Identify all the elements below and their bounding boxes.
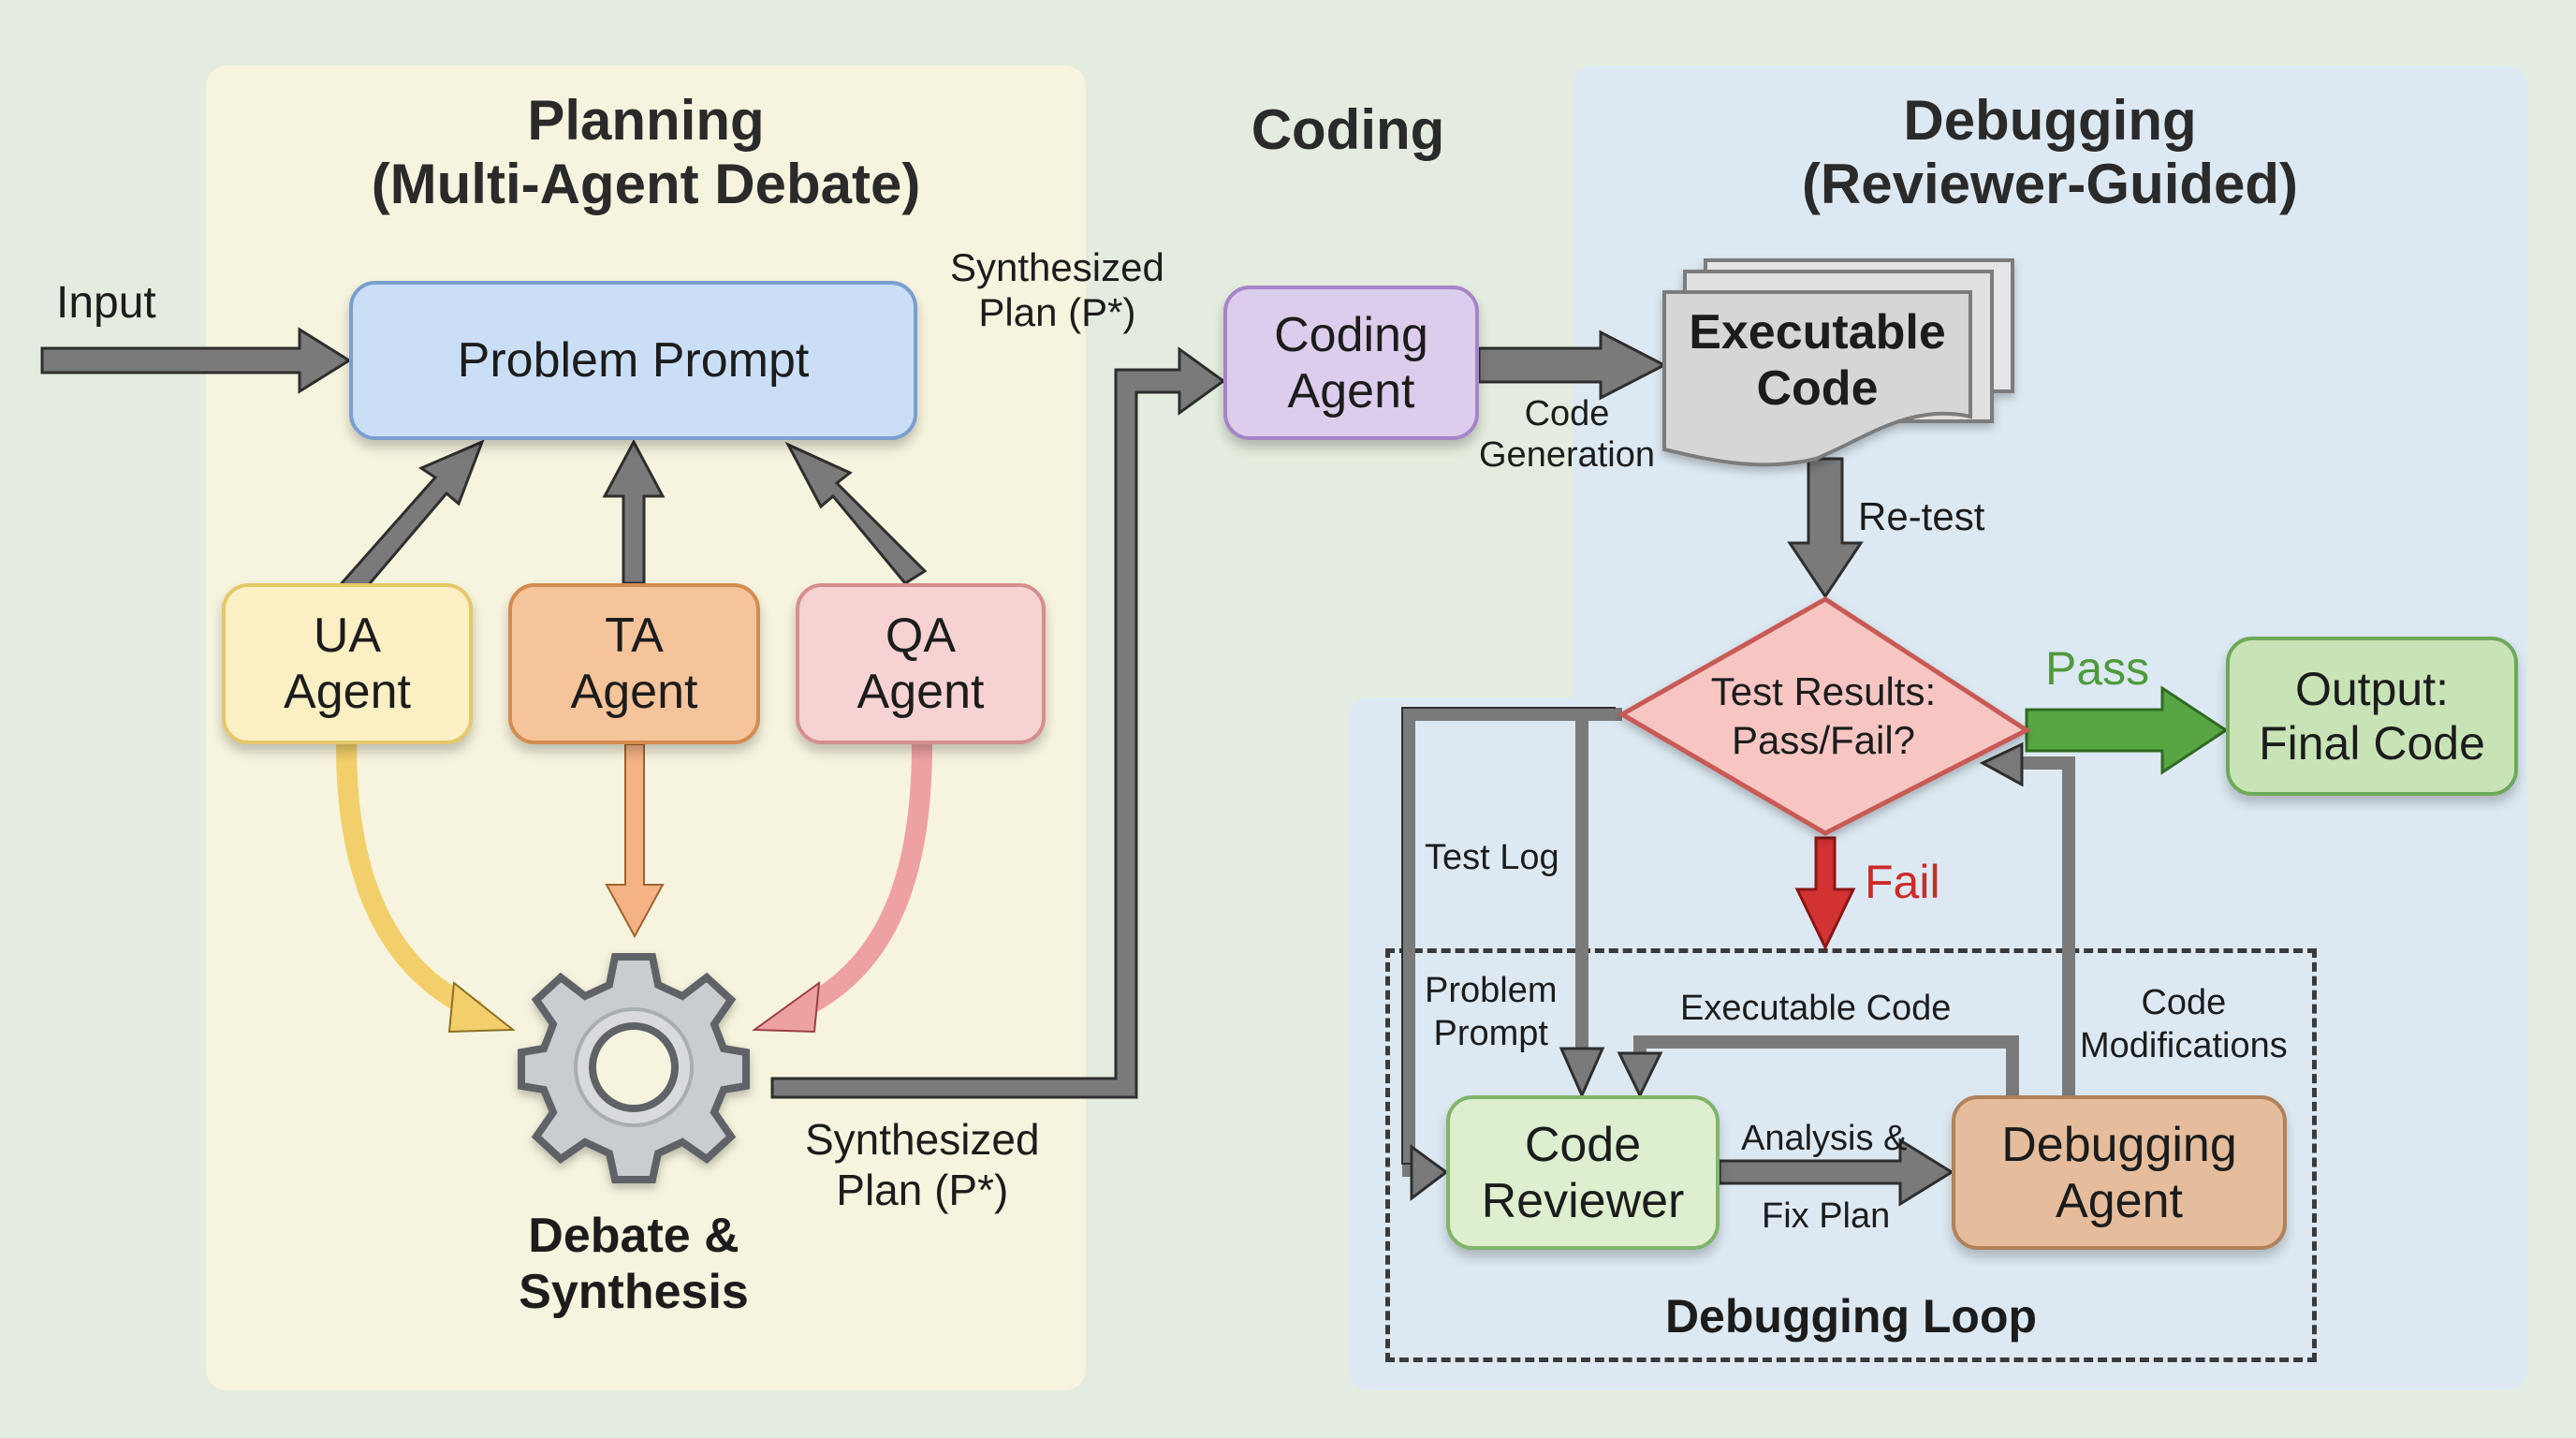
synth-plan-top-line1: Synthesized [950, 245, 1164, 289]
test-results-line1: Test Results: [1710, 669, 1937, 713]
code-generation-line2: Generation [1479, 435, 1656, 475]
code-modifications-arrowhead [1979, 741, 2024, 787]
ua-agent-line1: UA [313, 609, 382, 663]
synth-plan-top-label: Synthesized Plan (P*) [950, 245, 1164, 335]
debate-line2: Synthesis [519, 1265, 749, 1319]
test-results-diamond [1617, 596, 2031, 836]
executable-code-line2: Code [1756, 361, 1879, 416]
synth-plan-top-line2: Plan (P*) [978, 290, 1136, 334]
input-label: Input [56, 278, 156, 328]
coding-agent-line2: Agent [1287, 363, 1415, 418]
code-generation-label: Code Generation [1479, 393, 1655, 476]
pass-label: Pass [2045, 642, 2150, 695]
ta-agent-line1: TA [605, 609, 664, 663]
debate-synthesis-label: Debate & Synthesis [493, 1208, 774, 1320]
test-results-node[interactable]: Test Results: Pass/Fail? [1669, 660, 1978, 772]
code-modifications-line1: Code [2141, 983, 2227, 1022]
pass-arrow [2025, 685, 2229, 775]
executable-code-edge-label: Executable Code [1680, 989, 1952, 1028]
output-line1: Output: [2294, 663, 2449, 715]
qa-to-gear-arrowhead [752, 980, 821, 1034]
planning-title: Planning (Multi-Agent Debate) [206, 89, 1086, 216]
coding-title-text: Coding [1251, 98, 1445, 161]
qa-to-gear-arrow [791, 743, 932, 1021]
code-generation-arrow [1477, 330, 1668, 401]
planning-title-line2: (Multi-Agent Debate) [371, 153, 921, 215]
executable-code-line1: Executable [1689, 305, 1946, 360]
fail-arrow [1794, 836, 1856, 951]
coding-agent-line1: Coding [1274, 307, 1428, 362]
debugging-agent-line2: Agent [2056, 1173, 2183, 1228]
problem-prompt-edge-label: Problem Prompt [1425, 969, 1558, 1055]
output-node[interactable]: Output:Final Code [2226, 637, 2518, 796]
code-modifications-line [2012, 756, 2075, 1095]
exec-code-arrowhead [1617, 1051, 1663, 1099]
debugging-title-line2: (Reviewer-Guided) [1801, 153, 2299, 215]
fail-label: Fail [1865, 856, 1940, 908]
analysis-fix-arrow [1718, 1137, 1954, 1207]
gear-icon [518, 953, 750, 1183]
plan-to-coding-arrow [770, 346, 1226, 1099]
code-modifications-line2: Modifications [2080, 1026, 2288, 1065]
debugging-agent-line1: Debugging [2001, 1117, 2237, 1172]
ta-to-prompt-arrow [602, 438, 666, 585]
problem-prompt-text: Problem Prompt [457, 333, 810, 388]
ta-to-gear-arrow [605, 743, 665, 939]
problem-prompt-edge-line1: Problem [1425, 971, 1558, 1010]
code-reviewer-line1: Code [1524, 1117, 1642, 1172]
synth-plan-bottom-line2: Plan (P*) [836, 1166, 1009, 1214]
retest-arrow [1787, 457, 1864, 599]
planning-title-line1: Planning [527, 89, 765, 152]
test-log-arrowhead [1410, 1144, 1449, 1202]
retest-label: Re-test [1858, 494, 1985, 538]
ua-to-gear-arrow [336, 743, 482, 1021]
analysis-fix-label-bottom: Fix Plan [1762, 1196, 1891, 1236]
analysis-fix-label-top: Analysis & [1741, 1119, 1908, 1158]
synth-plan-bottom-line1: Synthesized [805, 1115, 1040, 1164]
code-modifications-label: Code Modifications [2080, 981, 2288, 1067]
test-log-label: Test Log [1425, 838, 1559, 877]
output-line2: Final Code [2259, 717, 2485, 770]
ua-to-gear-arrowhead [447, 981, 516, 1034]
ua-to-prompt-arrow [339, 439, 485, 596]
debugging-title-line1: Debugging [1903, 89, 2197, 152]
problem-prompt-node[interactable]: Problem Prompt [349, 281, 917, 440]
problem-prompt-edge-line2: Prompt [1433, 1014, 1548, 1053]
test-results-line2: Pass/Fail? [1731, 718, 1916, 762]
qa-agent-line1: QA [885, 609, 957, 663]
debugging-loop-label: Debugging Loop [1664, 1290, 2038, 1343]
debugging-title: Debugging (Reviewer-Guided) [1573, 89, 2527, 216]
ua-agent-line2: Agent [284, 665, 411, 719]
code-reviewer-line2: Reviewer [1481, 1173, 1685, 1228]
debugging-loop-boundary [1385, 948, 2317, 1362]
input-arrow [40, 327, 352, 394]
document-stack-icon [1662, 258, 2014, 467]
exec-code-feedback-line [1633, 1035, 2019, 1095]
synth-plan-bottom-label: Synthesized Plan (P*) [805, 1114, 1040, 1215]
qa-to-prompt-arrow [784, 441, 928, 585]
coding-title: Coding [1086, 98, 1610, 162]
debate-line1: Debate & [528, 1209, 739, 1263]
ta-agent-line2: Agent [570, 665, 698, 719]
code-generation-line1: Code [1524, 394, 1610, 433]
problem-prompt-arrowhead [1559, 1047, 1605, 1099]
qa-agent-line2: Agent [856, 665, 985, 719]
